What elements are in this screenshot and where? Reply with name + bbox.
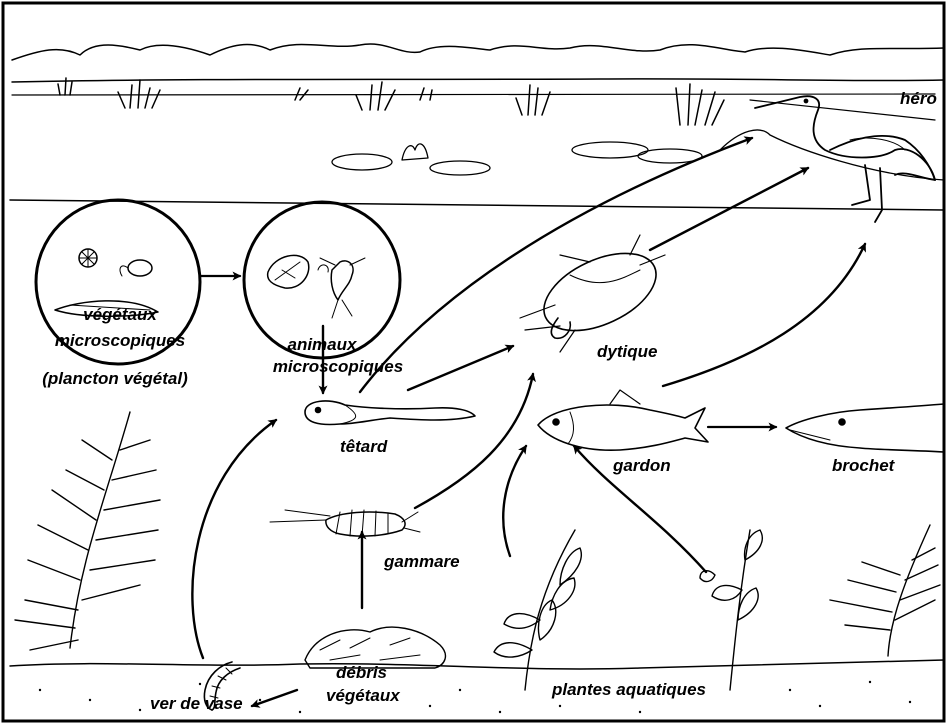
label-tadpole: têtard — [340, 437, 388, 456]
arrow-debris-to-worm — [252, 690, 297, 706]
label-worm: ver de vase — [150, 694, 243, 713]
aquatic-plant-icon — [15, 412, 160, 650]
label-vegetal-plankton-1: végétaux — [83, 305, 158, 324]
pike-fish-icon — [786, 404, 944, 452]
label-animal-plankton-2: microscopiques — [273, 357, 403, 376]
water-beetle-icon — [520, 235, 668, 352]
arrow-worm-to-tadpole — [192, 420, 276, 658]
label-heron: héro — [900, 89, 937, 108]
tadpole-icon — [305, 401, 475, 425]
label-vegetal-plankton-3: (plancton végétal) — [42, 369, 188, 388]
label-pike: brochet — [832, 456, 896, 475]
label-animal-plankton-1: animaux — [288, 335, 359, 354]
water-line — [12, 94, 935, 95]
water-lily-icon — [332, 142, 702, 175]
label-debris-1: débris — [336, 663, 387, 682]
gammarus-icon — [270, 510, 420, 536]
reed-icon — [58, 78, 724, 125]
lake-bottom — [10, 660, 944, 669]
roach-fish-icon — [538, 390, 708, 450]
arrow-gammarus-to-beetle — [415, 374, 533, 508]
label-beetle: dytique — [597, 342, 657, 361]
aquatic-plant-icon — [830, 525, 940, 656]
heron-shore — [720, 130, 944, 180]
label-debris-2: végétaux — [326, 686, 401, 705]
arrow-plants-to-roach — [503, 446, 526, 556]
heron-icon — [755, 96, 935, 222]
plant-debris-icon — [305, 627, 445, 668]
food-chain-arrows — [192, 138, 865, 706]
label-vegetal-plankton-2: microscopiques — [55, 331, 185, 350]
far-shore-line — [12, 79, 944, 82]
label-roach: gardon — [612, 456, 671, 475]
arrow-roach-to-heron — [663, 244, 865, 386]
treeline-horizon — [12, 44, 944, 60]
arrow-tadpole-to-heron — [360, 138, 752, 392]
label-plants: plantes aquatiques — [551, 680, 706, 699]
label-gammarus: gammare — [383, 552, 460, 571]
arrow-tadpole-to-beetle — [408, 346, 513, 390]
